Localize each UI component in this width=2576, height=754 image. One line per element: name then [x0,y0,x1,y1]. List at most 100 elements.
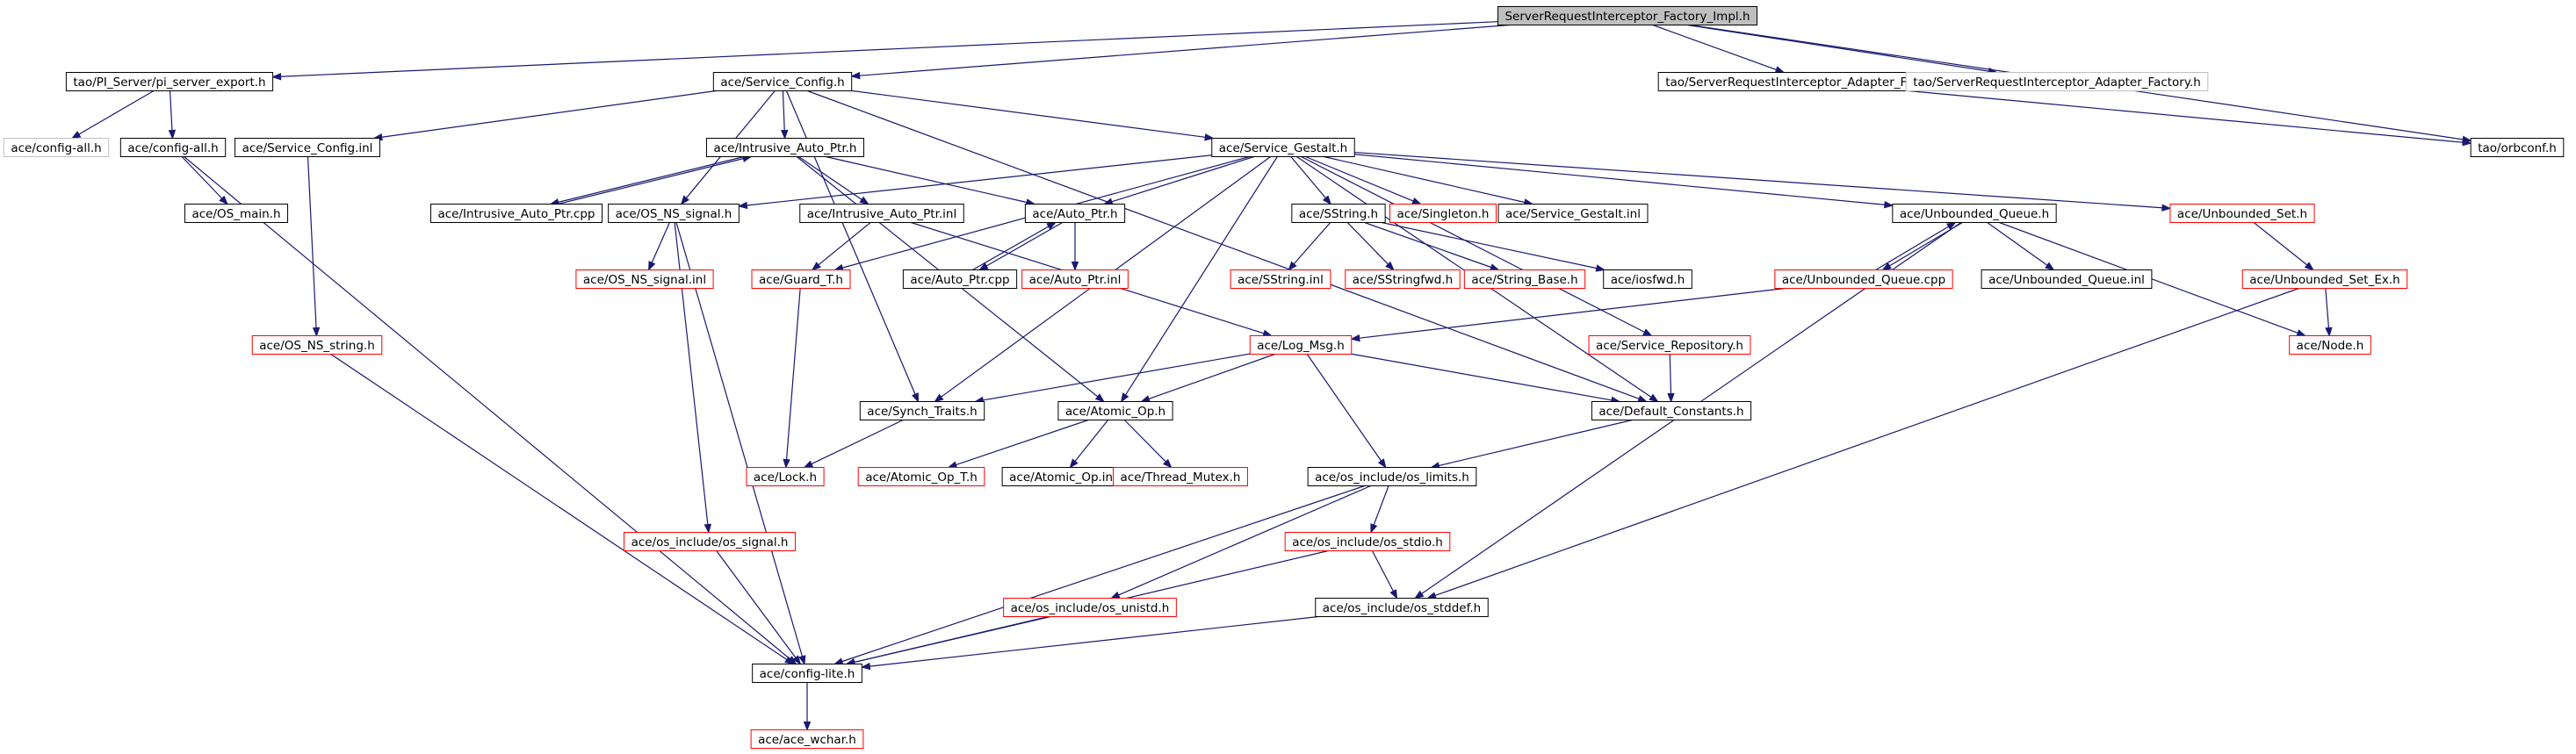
graph-edge-arrowhead [1288,261,1297,271]
graph-edge-arrowhead [2045,262,2055,271]
graph-node: ace/Service_Gestalt.inl [1497,204,1649,223]
graph-node: ace/Unbounded_Queue.inl [1981,269,2153,289]
graph-node-label: ace/Lock.h [754,470,817,485]
graph-edge-arrowhead [2304,262,2314,271]
graph-edge [1324,155,1526,204]
graph-edge [972,226,1050,271]
graph-node: ace/Auto_Ptr.inl [1021,269,1129,289]
graph-edge [1373,485,1389,526]
graph-edge [826,155,1028,204]
graph-node: ace/Synch_Traits.h [859,401,985,420]
graph-node-label: ace/Auto_Ptr.cpp [910,273,1009,287]
graph-node: ace/OS_main.h [184,204,289,223]
graph-node: ace/Atomic_Op_T.h [857,467,985,486]
graph-node: ace/config-all.h [3,138,110,157]
graph-edge-arrowhead [784,656,795,665]
graph-node: ace/os_include/os_limits.h [1307,467,1477,486]
graph-edge-arrowhead [1774,66,1786,74]
graph-edge [1290,156,1326,198]
graph-nodes: ServerRequestInterceptor_Factory_Impl.ht… [3,6,2565,749]
graph-node-box [1284,532,1451,551]
graph-edge [1364,221,1492,269]
graph-edge [1074,420,1109,462]
graph-node: ace/Unbounded_Set_Ex.h [2241,269,2408,289]
graph-edge-arrowhead [783,458,790,469]
graph-edge [1382,221,1598,269]
graph-node: ace/OS_NS_string.h [251,335,383,355]
graph-edge-arrowhead [1946,221,1957,230]
graph-node-box [65,72,274,91]
graph-edge [1875,226,1949,271]
graph-node-label: ace/os_include/os_unistd.h [1011,601,1170,615]
graph-node-label: ace/Log_Msg.h [1257,339,1345,353]
graph-node: ace/SString.inl [1230,269,1331,289]
graph-node-label: ace/Service_Gestalt.h [1219,141,1347,155]
graph-edge [2253,222,2308,266]
graph-edge [854,615,1051,664]
graph-edge [851,90,1206,138]
graph-edge-arrowhead [680,195,689,205]
graph-edge-arrowhead [1883,201,1894,209]
graph-node-box [184,204,289,223]
graph-edge-arrowhead [1350,334,1360,342]
graph-node-box [1024,204,1126,223]
graph-edge [1687,24,1989,72]
graph-node: ace/SStringfwd.h [1345,269,1461,289]
graph-node-label: ace/config-all.h [127,141,218,155]
graph-edge-arrowhead [1109,591,1121,600]
graph-edge-arrowhead [850,71,861,80]
graph-node: ace/Unbounded_Queue.cpp [1774,269,1953,289]
graph-node: ace/os_include/os_stdio.h [1284,532,1451,551]
graph-node-label: ace/Service_Gestalt.inl [1505,207,1641,221]
graph-edge [807,90,1640,399]
graph-edge [1351,353,1613,401]
graph-node-box [235,138,380,157]
graph-node-label: ace/os_include/os_stdio.h [1292,535,1443,549]
graph-node-box [624,532,796,551]
graph-edge [1371,550,1394,592]
graph-edge-arrowhead [1322,195,1332,205]
graph-node-box [746,467,825,486]
graph-edge-arrowhead [1411,197,1422,205]
graph-edge [330,354,788,660]
graph-node-label: ace/Thread_Mutex.h [1121,470,1241,485]
graph-node: ace/Auto_Ptr.cpp [902,269,1018,289]
graph-edge [1118,485,1371,596]
graph-edge [869,615,1319,667]
graph-node-label: tao/ServerRequestInterceptor_Adapter_Fac… [1665,75,1953,90]
graph-node-box [1345,269,1461,289]
graph-edge-arrowhead [2161,204,2172,212]
graph-node: ace/Intrusive_Auto_Ptr.cpp [429,204,603,223]
graph-edge [985,221,1063,267]
graph-node: ace/iosfwd.h [1603,269,1692,289]
graph-edge-arrowhead [1881,262,1892,271]
graph-edge [184,156,790,660]
graph-edge [2325,288,2330,328]
graph-edge-arrowhead [1377,458,1387,469]
graph-edge [280,21,1498,77]
graph-node: ace/os_include/os_signal.h [624,532,796,551]
graph-node-box [1230,269,1331,289]
graph-edge-arrowhead [737,201,748,210]
graph-node-label: ace/SString.inl [1237,273,1324,287]
graph-edge-arrowhead [1489,263,1500,271]
graph-edge [651,222,670,263]
graph-node-box [429,204,603,223]
graph-edge-arrowhead [1389,589,1398,600]
graph-node: ace/Service_Config.h [712,72,853,91]
graph-edge [1908,90,2464,143]
graph-node: ace/Guard_T.h [751,269,851,289]
graph-node-label: ace/Unbounded_Queue.cpp [1782,273,1945,287]
graph-edge-arrowhead [312,327,321,337]
graph-node: ace/SString.h [1291,204,1386,223]
graph-node-label: ace/os_include/os_limits.h [1315,470,1469,485]
graph-node-label: ace/SString.h [1299,207,1378,221]
graph-node: ace/Log_Msg.h [1249,335,1353,355]
graph-edge-arrowhead [1071,262,1079,271]
graph-node-label: ace/Synch_Traits.h [867,405,977,419]
graph-node: ace/Unbounded_Queue.h [1892,204,2057,223]
graph-edge [956,419,1089,466]
graph-edge [1301,155,1645,333]
graph-node: ace/Node.h [2289,335,2371,355]
graph-node: ace/Service_Gestalt.h [1211,138,1355,157]
